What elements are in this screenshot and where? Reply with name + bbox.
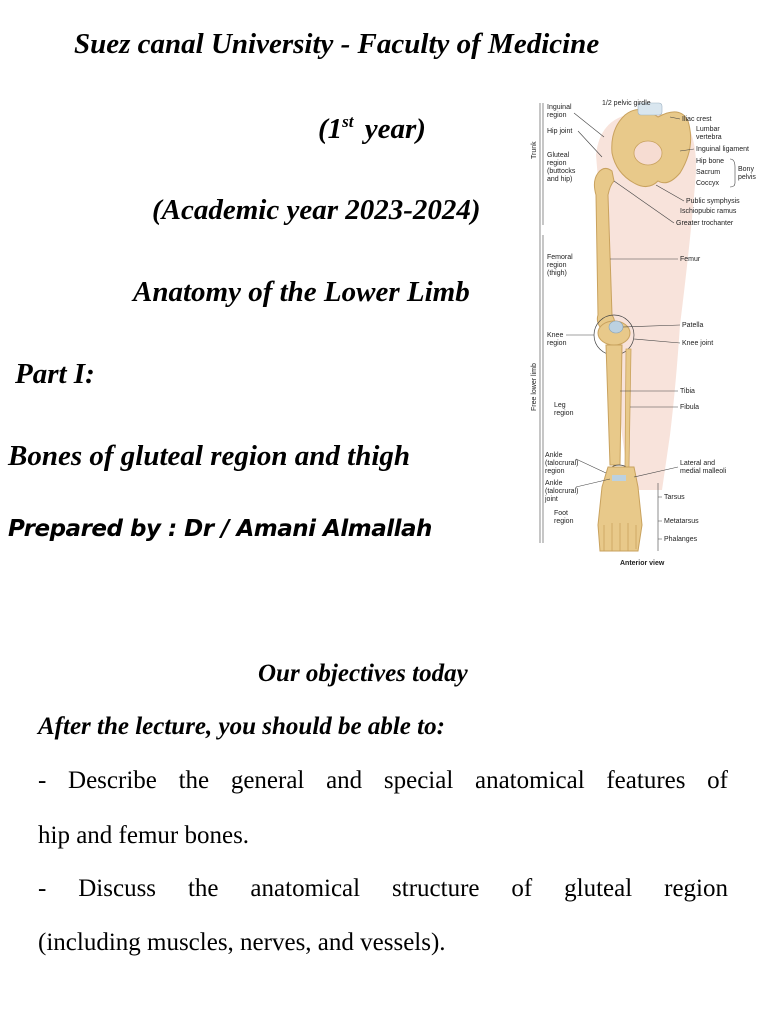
label-bony: Bony [738,166,754,173]
label-pubic-symphysis: Public symphysis [686,198,740,205]
label-ankle-joint-2: (talocrural) [545,488,578,495]
label-gluteal-3: (buttocks [547,168,576,175]
study-year-sup: st [342,112,354,131]
label-leg-2: region [554,410,574,417]
label-hip-joint: Hip joint [547,128,572,135]
label-free-limb: Free lower limb [531,363,538,411]
label-pelvic-girdle: 1/2 pelvic girdle [602,100,651,107]
label-fibula: Fibula [680,404,699,411]
label-ankle-region-3: region [545,468,565,475]
label-patella: Patella [682,322,704,329]
label-foot-2: region [554,518,574,525]
label-gluteal: Gluteal [547,152,570,159]
label-tibia: Tibia [680,388,695,395]
study-year: (1st year) [318,112,426,146]
part-label: Part I: [15,358,95,390]
university-title: Suez canal University - Faculty of Medic… [74,28,600,60]
objectives-heading: Our objectives today [258,660,468,687]
course-title: Anatomy of the Lower Limb [133,276,470,308]
label-hip-bone: Hip bone [696,158,724,165]
study-year-suffix: year) [357,113,426,145]
label-bony-2: pelvis [738,174,756,181]
academic-year: (Academic year 2023-2024) [152,194,481,226]
label-gluteal-4: and hip) [547,176,572,183]
label-ankle-joint-3: joint [544,496,558,503]
label-lumbar: Lumbar [696,126,720,133]
label-femoral: Femoral [547,254,573,261]
label-gluteal-2: region [547,160,567,167]
label-leg: Leg [554,402,566,409]
label-greater-trochanter: Greater trochanter [676,220,734,227]
label-knee-joint: Knee joint [682,340,713,347]
prepared-by: Prepared by : Dr / Amani Almallah [8,516,432,542]
label-ankle-joint: Ankle [545,480,563,487]
objective-2-line-1: - Discuss the anatomical structure of gl… [38,875,728,902]
objective-2-line-2: (including muscles, nerves, and vessels)… [38,929,446,956]
label-iliac-crest: Iliac crest [682,116,712,123]
label-inguinal: Inguinal [547,104,572,111]
objective-1-line-2: hip and femur bones. [38,822,250,849]
label-ankle-region: Ankle [545,452,563,459]
label-metatarsus: Metatarsus [664,518,699,525]
label-malleoli-2: medial malleoli [680,468,727,475]
label-malleoli: Lateral and [680,460,715,467]
label-coccyx: Coccyx [696,180,719,187]
label-inguinal-ligament: Inguinal ligament [696,146,749,153]
objective-1-line-1: - Describe the general and special anato… [38,767,728,794]
objectives-intro: After the lecture, you should be able to… [38,713,445,740]
label-anterior-view: Anterior view [620,560,665,567]
label-phalanges: Phalanges [664,536,698,543]
label-ankle-region-2: (talocrural) [545,460,578,467]
label-inguinal-2: region [547,112,567,119]
label-sacrum: Sacrum [696,169,720,176]
label-knee: Knee [547,332,563,339]
label-foot: Foot [554,510,568,517]
label-lumbar-2: vertebra [696,134,722,141]
topic-title: Bones of gluteal region and thigh [8,440,411,472]
lower-limb-skeleton-figure: Inguinal region Hip joint Trunk Gluteal … [531,100,756,567]
label-femoral-3: (thigh) [547,270,567,277]
label-trunk: Trunk [531,141,538,159]
label-tarsus: Tarsus [664,494,685,501]
study-year-prefix: (1 [318,113,343,145]
label-femur: Femur [680,256,701,263]
label-ischiopubic: Ischiopubic ramus [680,208,737,215]
label-knee-2: region [547,340,567,347]
label-femoral-2: region [547,262,567,269]
